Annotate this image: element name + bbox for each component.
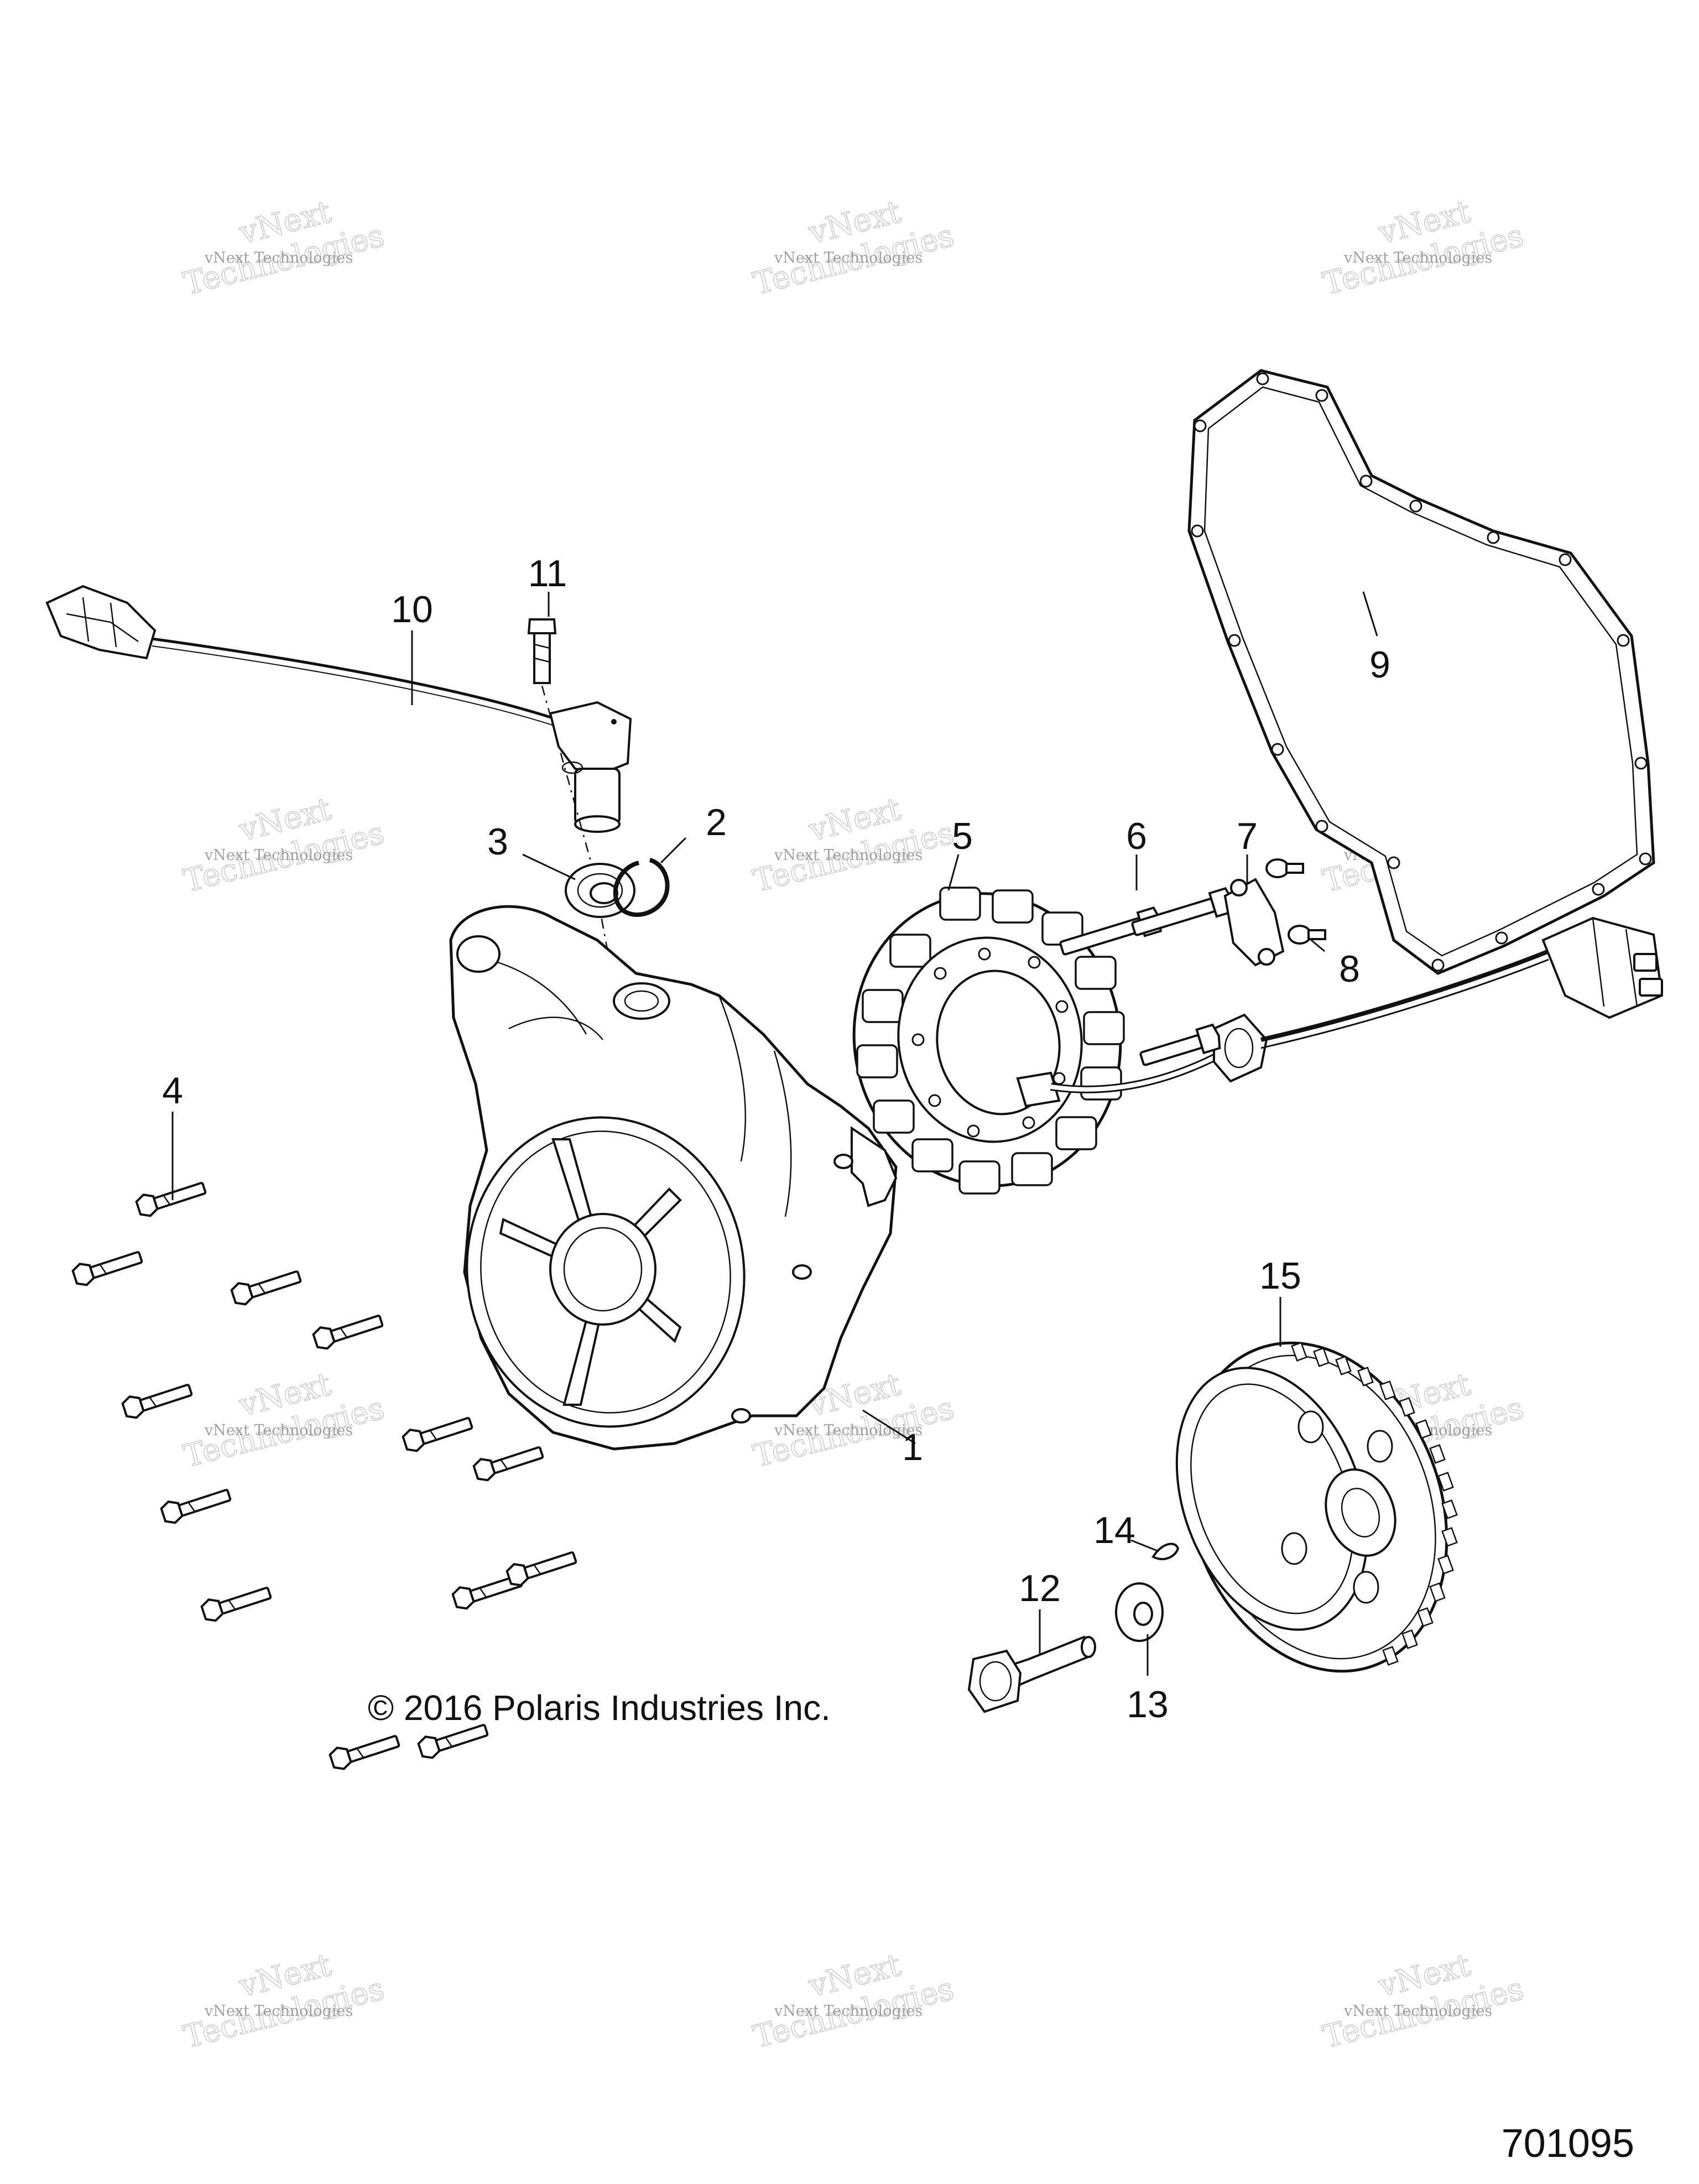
- watermark: vNext Technologies vNext Technologies: [749, 791, 958, 900]
- leader-lines: [171, 591, 1378, 1676]
- svg-text:vNext Technologies: vNext Technologies: [774, 847, 923, 864]
- callout-2: 2: [706, 801, 727, 843]
- callout-11: 11: [528, 552, 567, 595]
- watermark: vNext Technologies vNext Technologies: [1319, 1947, 1528, 2056]
- svg-text:vNext Technologies: vNext Technologies: [1343, 249, 1492, 267]
- svg-text:vNext Technologies: vNext Technologies: [774, 1422, 923, 1439]
- watermark: vNext Technologies vNext Technologies: [749, 194, 958, 303]
- callout-13: 13: [1127, 1683, 1169, 1726]
- svg-text:vNext Technologies: vNext Technologies: [204, 249, 353, 267]
- watermark: vNext Technologies vNext Technologies: [180, 1947, 388, 2056]
- clamp-screws[interactable]: [1265, 858, 1326, 945]
- stator[interactable]: [831, 872, 1664, 1207]
- watermark: vNext Technologies vNext Technologies: [1319, 194, 1528, 303]
- stator-screws[interactable]: [1059, 887, 1236, 1071]
- flywheel[interactable]: [1142, 1306, 1490, 1708]
- cover-bolts[interactable]: [71, 1176, 577, 1771]
- wire-clamp[interactable]: [1223, 878, 1285, 967]
- svg-text:vNext Technologies: vNext Technologies: [204, 2003, 353, 2020]
- diagram-number: 701095: [1502, 2122, 1634, 2166]
- svg-text:vNext Technologies: vNext Technologies: [1343, 2003, 1492, 2020]
- watermark: vNext Technologies vNext Technologies: [180, 194, 388, 303]
- callout-5: 5: [952, 815, 973, 857]
- flywheel-bolt[interactable]: [967, 1635, 1096, 1713]
- watermark: vNext Technologies vNext Technologies: [180, 791, 388, 900]
- callout-14: 14: [1093, 1509, 1135, 1551]
- copyright-notice: © 2016 Polaris Industries Inc.: [368, 1688, 831, 1728]
- sensor-connector: [45, 585, 157, 660]
- svg-text:vNext Technologies: vNext Technologies: [774, 2003, 923, 2020]
- callout-labels: 1 2 3 4 5 6 7 8 9 10 11 12 13 14 15: [162, 552, 1390, 1726]
- svg-text:vNext Technologies: vNext Technologies: [204, 1422, 353, 1439]
- callout-7: 7: [1237, 815, 1258, 857]
- speed-sensor[interactable]: [45, 585, 632, 833]
- retaining-ring[interactable]: [613, 858, 670, 917]
- assembly-axis: [541, 685, 598, 885]
- callout-6: 6: [1126, 815, 1147, 857]
- harness-grommet: [1213, 1013, 1268, 1083]
- svg-text:vNext Technologies: vNext Technologies: [204, 847, 353, 864]
- callout-8: 8: [1339, 948, 1360, 990]
- callout-3: 3: [487, 821, 508, 863]
- callout-12: 12: [1019, 1567, 1061, 1609]
- sensor-body: [549, 701, 632, 833]
- svg-text:vNext Technologies: vNext Technologies: [774, 249, 923, 267]
- sensor-bolt[interactable]: [527, 618, 557, 684]
- cover-gasket[interactable]: [1187, 369, 1655, 975]
- recoil-cover[interactable]: [447, 905, 898, 1451]
- callout-9: 9: [1369, 644, 1390, 686]
- callout-4: 4: [162, 1070, 183, 1112]
- callout-15: 15: [1259, 1255, 1301, 1297]
- callout-1: 1: [902, 1426, 923, 1468]
- watermark: vNext Technologies vNext Technologies: [749, 1947, 958, 2056]
- watermark: vNext Technologies vNext Technologies: [180, 1366, 388, 1475]
- washer[interactable]: [1115, 1582, 1164, 1642]
- reluctor-teeth: [1291, 1342, 1458, 1666]
- callout-10: 10: [391, 588, 433, 630]
- stator-connector: [1541, 916, 1664, 1019]
- woodruff-key[interactable]: [1151, 1542, 1180, 1560]
- cover-spokes: [499, 1138, 682, 1406]
